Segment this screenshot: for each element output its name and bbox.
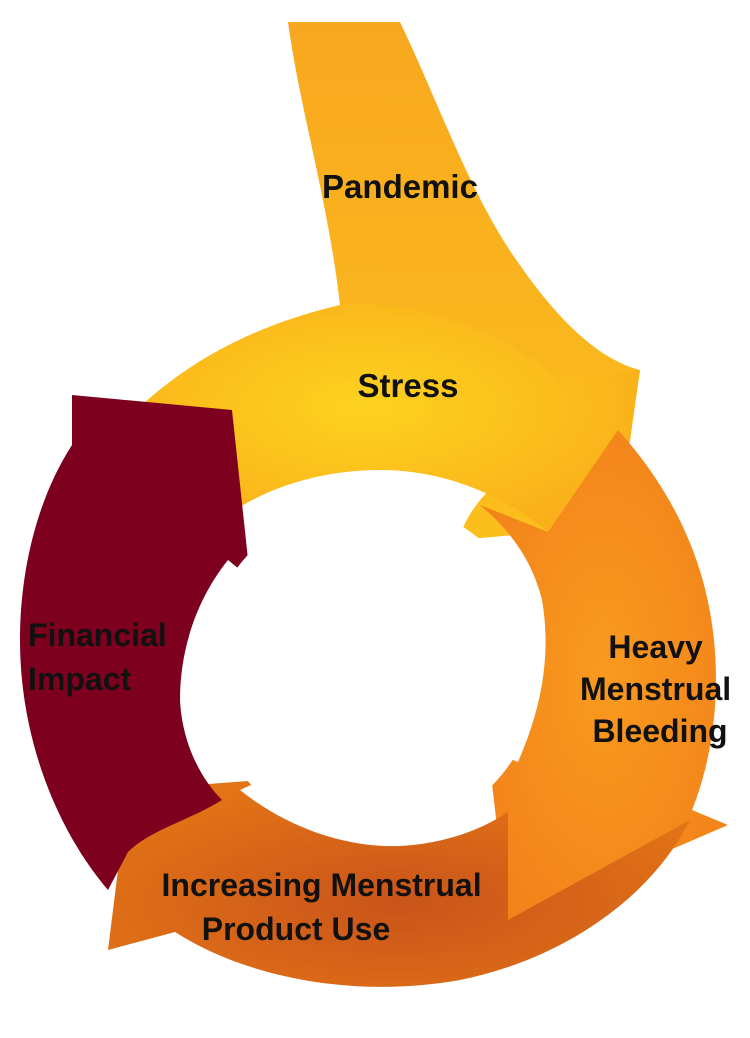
product-use-segment <box>108 780 690 987</box>
label-heavy-bleeding: Heavy Menstrual Bleeding <box>580 629 740 749</box>
label-product-use: Increasing Menstrual Product Use <box>162 867 491 947</box>
label-stress-line-1: Stress <box>358 367 459 404</box>
label-pandemic: Pandemic <box>322 168 478 205</box>
stress-segment <box>142 304 640 532</box>
label-heavy-line-3: Bleeding <box>592 713 727 749</box>
label-product-line-2: Product Use <box>202 911 390 947</box>
label-financial-line-1: Financial <box>28 617 167 653</box>
label-stress: Stress <box>358 367 459 404</box>
label-financial-line-2: Impact <box>28 661 131 697</box>
label-heavy-line-2: Menstrual <box>580 671 731 707</box>
label-heavy-line-1: Heavy <box>608 629 703 665</box>
label-financial-impact: Financial Impact <box>28 617 176 697</box>
center-hole <box>204 500 540 836</box>
label-product-line-1: Increasing Menstrual <box>162 867 482 903</box>
label-pandemic-line-1: Pandemic <box>322 168 478 205</box>
financial-impact-segment <box>20 395 250 890</box>
heavy-bleeding-segment <box>480 430 728 920</box>
